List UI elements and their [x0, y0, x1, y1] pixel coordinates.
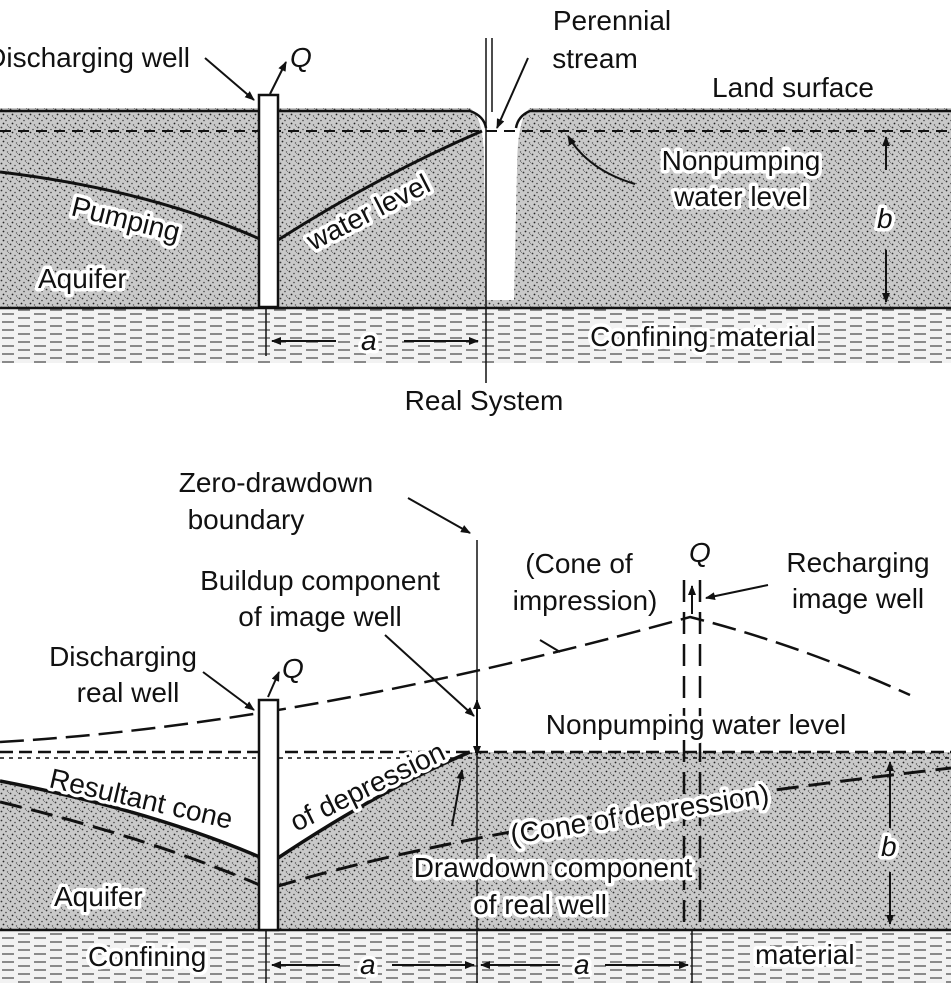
- top-perennial-label-1: Perennial: [553, 5, 671, 36]
- bottom-zero-drawdown-label-2: boundary: [188, 504, 305, 535]
- bottom-buildup-label-1: Buildup component: [200, 565, 440, 596]
- bottom-cone-of-impression-label-1: (Cone of: [525, 548, 633, 579]
- top-panel-real-system: Discharging well Q Perennial stream Land…: [0, 2, 951, 420]
- top-caption-real-system: Real System: [405, 385, 564, 416]
- top-perennial-stream-leader: [496, 57, 529, 129]
- bottom-cone-of-depression: [0, 766, 951, 888]
- bottom-image-q-label: Q: [689, 537, 711, 568]
- bottom-recharging-label-1: Recharging: [786, 547, 929, 578]
- top-discharging-well-leader: [204, 57, 255, 101]
- top-b-label: b: [877, 203, 893, 234]
- top-stream-channel: [470, 108, 530, 300]
- bottom-zero-drawdown-label-1: Zero-drawdown: [179, 467, 374, 498]
- bottom-nonpumping-label: Nonpumping water level: [546, 709, 846, 740]
- top-confining-layer: [0, 308, 951, 363]
- bottom-discharging-real-well-leader: [202, 671, 255, 711]
- bottom-buildup-leader: [384, 634, 475, 717]
- bottom-b-label: b: [881, 831, 897, 862]
- bottom-a-right-label: a: [574, 949, 590, 980]
- top-aquifer-layer: [0, 108, 951, 308]
- bottom-confining-layer: [0, 930, 951, 983]
- top-nonpumping-label-2: water level: [673, 181, 808, 212]
- bottom-zero-drawdown-leader: [407, 497, 471, 534]
- bottom-discharging-real-well-label-2: real well: [77, 677, 180, 708]
- top-q-arrow: [269, 61, 287, 95]
- bottom-discharging-real-well-label-1: Discharging: [49, 641, 197, 672]
- top-nonpumping-label-1: Nonpumping: [662, 145, 821, 176]
- bottom-recharging-image-well-leader: [705, 584, 769, 601]
- top-q-label: Q: [290, 42, 312, 73]
- top-aquifer-label: Aquifer: [38, 263, 127, 294]
- bottom-cone-of-impression-label-2: impression): [513, 585, 658, 616]
- bottom-confining-label: Confining: [88, 941, 206, 972]
- bottom-a-left-label: a: [360, 949, 376, 980]
- top-nonpumping-level-leader: [567, 135, 636, 185]
- bottom-drawdown-component-label-1: Drawdown component: [414, 852, 693, 883]
- bottom-real-q-arrow: [267, 671, 280, 698]
- bottom-drawdown-component-label-2: of real well: [473, 889, 607, 920]
- bottom-aquifer-label: Aquifer: [54, 881, 143, 912]
- top-perennial-label-2: stream: [552, 43, 638, 74]
- bottom-above-resultant-cone: [0, 752, 470, 858]
- top-land-surface-label: Land surface: [712, 72, 874, 103]
- bottom-material-label: material: [755, 939, 855, 970]
- bottom-real-q-label: Q: [282, 653, 304, 684]
- bottom-cone-of-impression: [0, 615, 911, 744]
- bottom-buildup-label-2: of image well: [238, 601, 401, 632]
- bottom-real-well-casing: [257, 698, 280, 932]
- top-discharging-well-casing: [257, 93, 280, 309]
- top-discharging-well-label: Discharging well: [0, 42, 190, 73]
- top-a-label: a: [361, 325, 377, 356]
- top-confining-material-label: Confining material: [590, 321, 816, 352]
- bottom-drawdown-component-leader: [451, 769, 465, 827]
- bottom-recharging-label-2: image well: [792, 583, 924, 614]
- bottom-cone-of-impression-leader: [539, 639, 561, 653]
- bottom-panel-image-system: Zero-drawdown boundary (Cone of impressi…: [0, 464, 951, 983]
